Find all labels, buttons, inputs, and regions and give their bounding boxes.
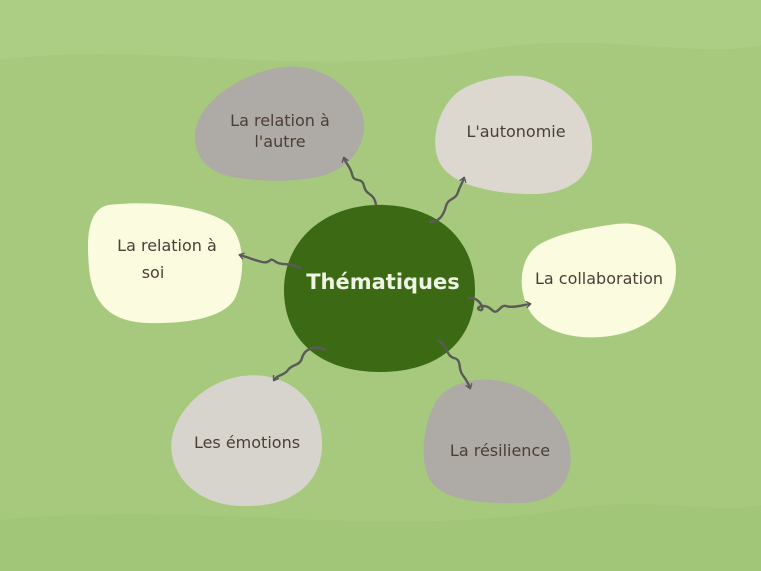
node-blob-emotions [171,375,323,507]
node-label-relation-soi: La relation à soi [92,232,242,286]
node-label-line: Les émotions [193,433,301,452]
connector-arrow-resilience [436,338,470,388]
node-label-relation-autre: La relation à l'autre [205,110,355,152]
node-label-line: La résilience [449,441,551,460]
center-label: Thématiques [306,270,460,294]
node-label-line: La collaboration [534,269,664,288]
center-blob [283,204,475,372]
node-label-emotions: Les émotions [172,432,322,453]
connector-arrow-relation-autre [344,158,378,207]
node-blob-relation-soi [87,203,243,324]
node-label-collaboration: La collaboration [524,268,674,289]
background-texture [0,504,761,571]
background-texture [0,0,761,62]
connector-arrow-emotions [274,346,327,380]
node-label-line: l'autre [254,132,306,151]
node-label-line: L'autonomie [466,122,566,141]
node-label-line: La relation à [117,236,217,255]
node-blob-autonomie [435,75,593,194]
connector-arrow-relation-soi [240,255,302,270]
node-blob-relation-autre [195,66,364,181]
connector-arrow-collaboration [466,296,530,313]
node-label-line: soi [141,263,165,282]
node-blob-collaboration [521,223,676,338]
connector-arrow-autonomie [428,178,464,224]
node-label-resilience: La résilience [425,440,575,461]
node-label-autonomie: L'autonomie [443,121,589,142]
node-blob-resilience [423,379,571,504]
node-label-line: La relation à [230,111,330,130]
